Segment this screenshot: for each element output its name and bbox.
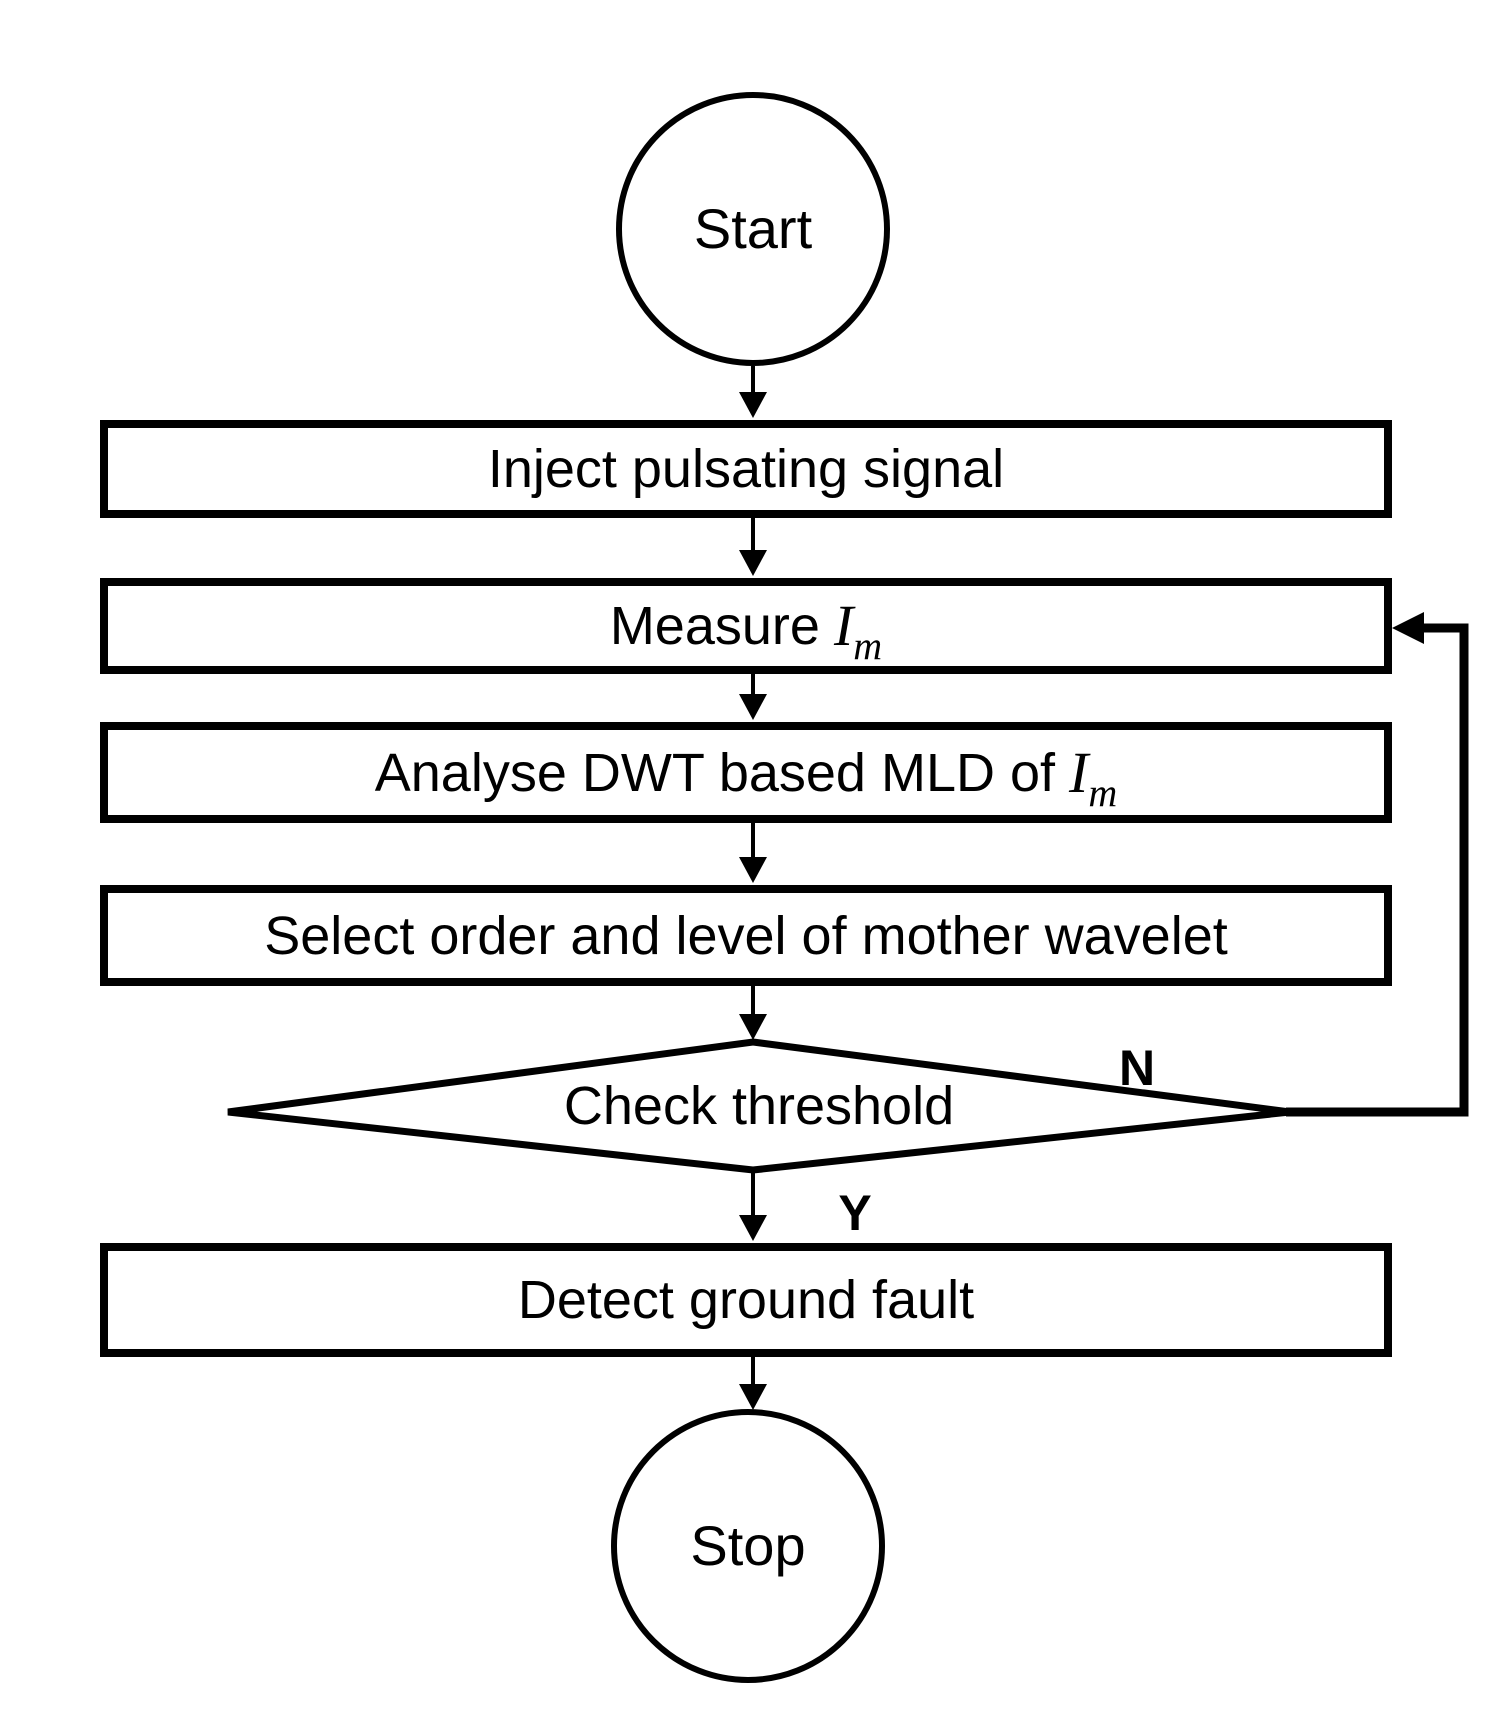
- stop-terminator-shape: [611, 1409, 885, 1683]
- arrowhead-icon: [739, 1014, 767, 1040]
- math-subscript: m: [1088, 769, 1118, 815]
- process-select-shape: [100, 885, 1392, 986]
- measure-label-text: Measure: [609, 596, 820, 656]
- arrowhead-icon: [1392, 612, 1424, 644]
- process-measure-label: Measure Im: [100, 578, 1392, 674]
- select-label-text: Select order and level of mother wavelet: [264, 905, 1228, 966]
- start-label: Start: [619, 95, 887, 363]
- loop-back-connector: [1286, 623, 1469, 1117]
- process-inject-label: Inject pulsating signal: [100, 420, 1392, 518]
- stop-label-text: Stop: [690, 1514, 806, 1577]
- check-threshold-label-text: Check threshold: [563, 1076, 955, 1136]
- stop-label: Stop: [614, 1412, 882, 1680]
- process-select-label: Select order and level of mother wavelet: [100, 885, 1392, 986]
- start-label-text: Start: [693, 197, 813, 260]
- math-subscript: m: [853, 623, 883, 668]
- yes-label-text: Y: [838, 1185, 872, 1241]
- process-analyse-label: Analyse DWT based MLD of Im: [100, 722, 1392, 823]
- start-terminator-shape: [616, 92, 890, 366]
- arrowhead-icon: [739, 1384, 767, 1410]
- branch-yes-label: Y: [815, 1187, 895, 1239]
- process-detect-shape: [100, 1243, 1392, 1357]
- arrowhead-icon: [739, 392, 767, 418]
- measured-current-symbol: Im: [1069, 743, 1117, 812]
- math-symbol: I: [833, 593, 854, 658]
- arrowhead-icon: [739, 857, 767, 883]
- measured-current-symbol: Im: [834, 597, 882, 666]
- process-analyse-shape: [100, 722, 1392, 823]
- process-detect-label: Detect ground fault: [100, 1243, 1392, 1357]
- analyse-label-text: Analyse DWT based MLD of: [374, 742, 1056, 803]
- arrowhead-icon: [739, 1215, 767, 1241]
- arrowhead-icon: [739, 550, 767, 576]
- no-label-text: N: [1118, 1040, 1156, 1096]
- arrowhead-icon: [739, 694, 767, 720]
- process-inject-shape: [100, 420, 1392, 518]
- process-measure-shape: [100, 578, 1392, 674]
- branch-no-label: N: [1097, 1042, 1177, 1094]
- math-symbol: I: [1069, 739, 1089, 805]
- detect-label-text: Detect ground fault: [517, 1270, 975, 1330]
- decision-check-threshold-label: Check threshold: [228, 1042, 1290, 1170]
- inject-label-text: Inject pulsating signal: [487, 439, 1005, 499]
